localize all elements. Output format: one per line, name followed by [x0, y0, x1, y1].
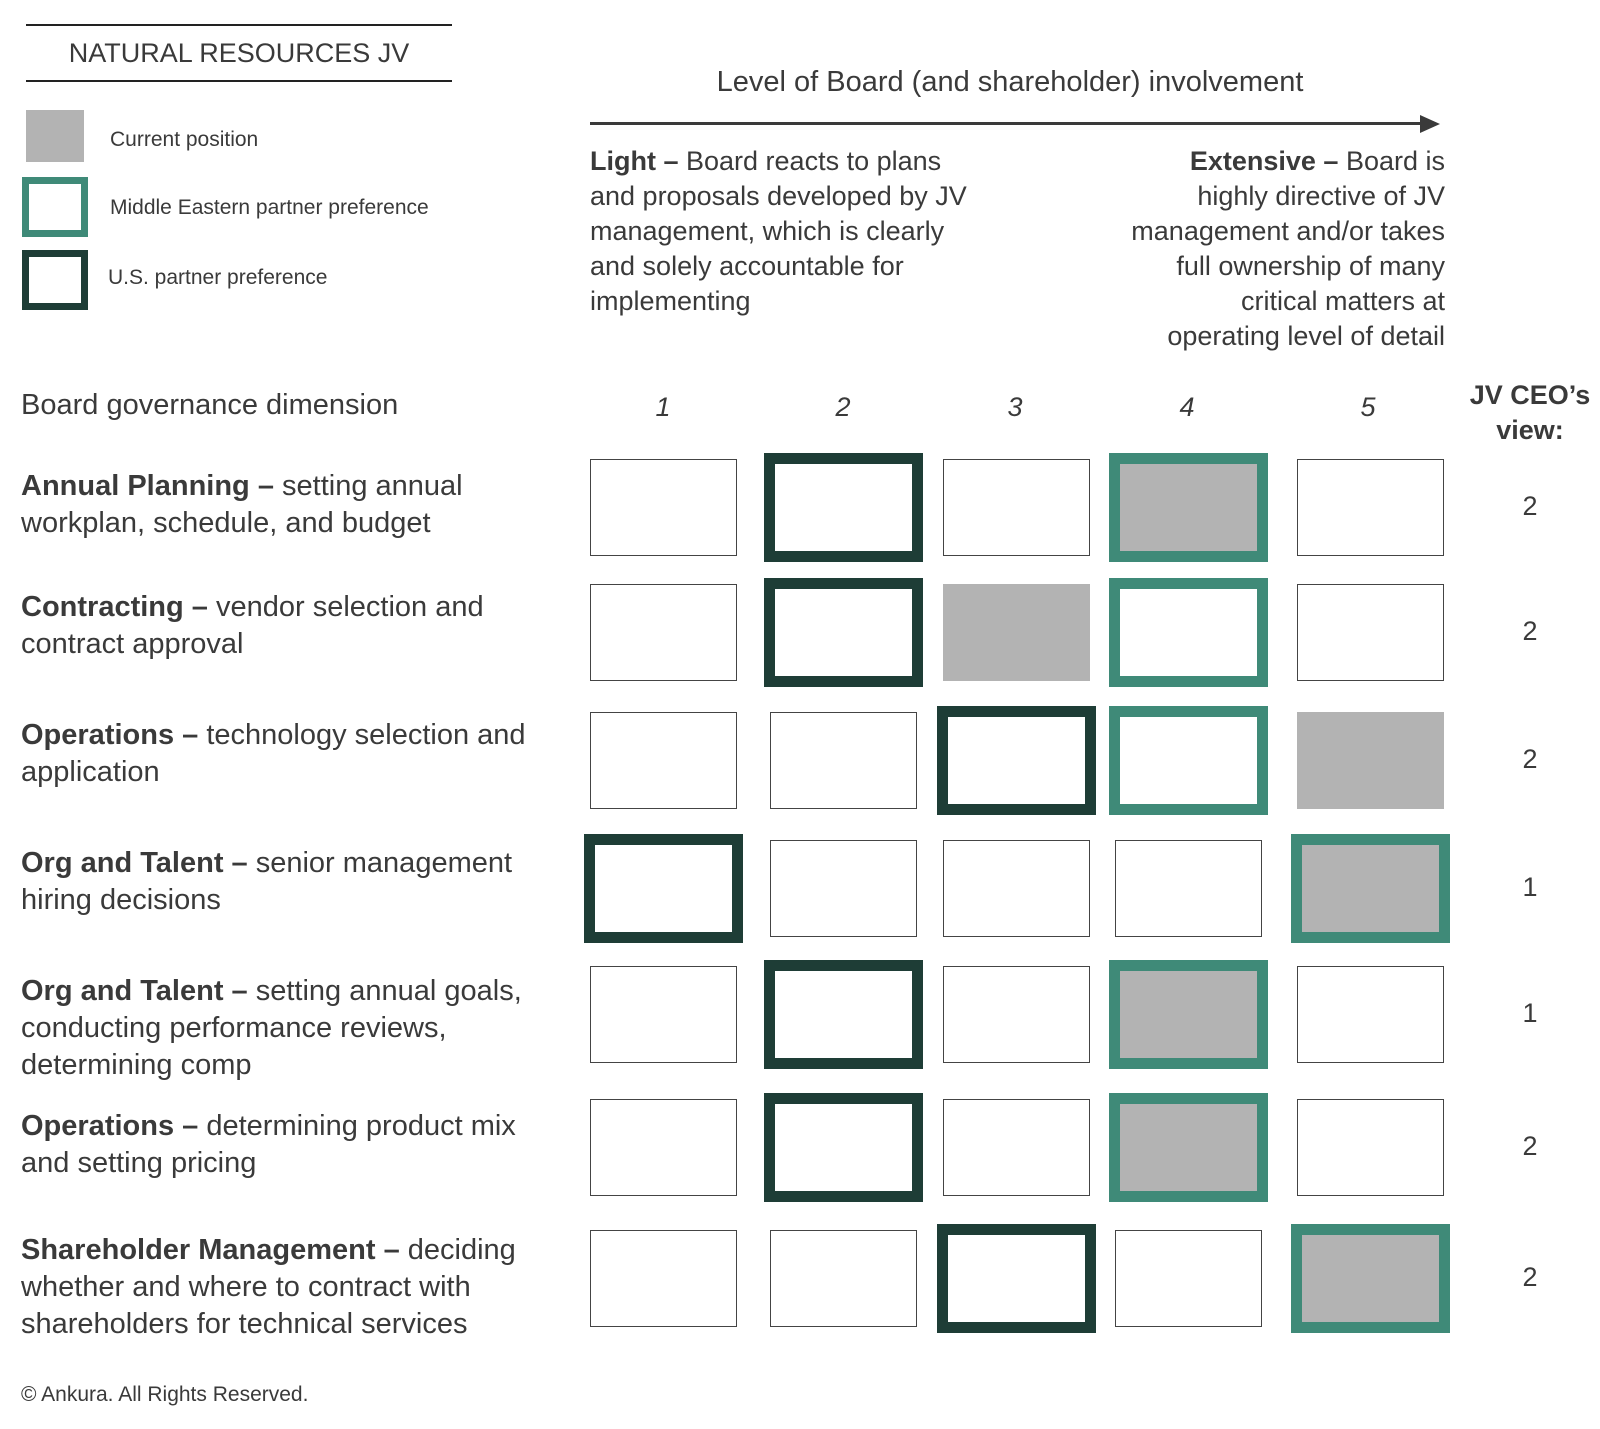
scale-cell-3: [943, 840, 1090, 937]
dimension-label-bold: Annual Planning –: [21, 470, 274, 502]
scale-cell-2-us-pref: [764, 453, 923, 562]
dimension-label-text: senior management hiring decisions: [21, 847, 513, 916]
pole-light-bold: Light –: [590, 146, 679, 176]
scale-cell-5: [1297, 584, 1444, 681]
scale-cell-2-us-pref: [764, 578, 923, 687]
pole-extensive-text: Board is highly directive of JV manageme…: [1131, 146, 1445, 351]
dimension-label-bold: Operations –: [21, 719, 199, 751]
scale-cell-2: [770, 840, 917, 937]
scale-cell-1: [590, 966, 737, 1063]
dimension-label-text: vendor selection and contract approval: [21, 591, 484, 660]
scale-cell-5-current: [1297, 712, 1444, 809]
scale-cell-3: [943, 1099, 1090, 1196]
scale-cell-1-us-pref: [584, 834, 743, 943]
ceo-view-header: JV CEO’s view:: [1460, 378, 1600, 448]
pole-light: Light – Board reacts to plans and propos…: [590, 144, 980, 319]
column-number-4: 4: [1179, 392, 1195, 422]
column-number-2: 2: [835, 392, 851, 422]
scale-cell-3-current: [943, 584, 1090, 681]
scale-cell-3-us-pref: [937, 1224, 1096, 1333]
scale-cell-4-current-middle-eastern-pref: [1109, 960, 1268, 1069]
dimension-label: Operations – determining product mix and…: [21, 1108, 561, 1182]
scale-cell-2: [770, 1230, 917, 1327]
scale-cell-5-current-middle-eastern-pref: [1291, 1224, 1450, 1333]
dimension-label-bold: Contracting –: [21, 591, 208, 623]
scale-cell-3: [943, 966, 1090, 1063]
scale-cell-4-current-middle-eastern-pref: [1109, 453, 1268, 562]
dimension-label-bold: Org and Talent –: [21, 847, 248, 879]
ceo-view-value: 2: [1522, 744, 1538, 774]
legend-title: NATURAL RESOURCES JV: [26, 24, 452, 82]
column-number-3: 3: [1007, 392, 1023, 422]
dimension-label: Annual Planning – setting annual workpla…: [21, 468, 561, 542]
dimension-label: Org and Talent – setting annual goals, c…: [21, 973, 561, 1084]
scale-cell-2-us-pref: [764, 960, 923, 1069]
dimension-label: Contracting – vendor selection and contr…: [21, 589, 561, 663]
scale-cell-5: [1297, 459, 1444, 556]
copyright: © Ankura. All Rights Reserved.: [21, 1383, 309, 1406]
scale-cell-3-us-pref: [937, 706, 1096, 815]
scale-cell-1: [590, 584, 737, 681]
ceo-view-header-line1: JV CEO’s: [1469, 380, 1591, 410]
scale-cell-5-current-middle-eastern-pref: [1291, 834, 1450, 943]
scale-cell-4-current-middle-eastern-pref: [1109, 1093, 1268, 1202]
axis-arrow-line: [590, 122, 1420, 125]
scale-cell-4: [1115, 1230, 1262, 1327]
legend-swatch-us: [22, 250, 88, 310]
scale-cell-5: [1297, 1099, 1444, 1196]
axis-title: Level of Board (and shareholder) involve…: [716, 66, 1304, 98]
scale-cell-4-middle-eastern-pref: [1109, 578, 1268, 687]
scale-cell-1: [590, 712, 737, 809]
dimension-label-text: deciding whether and where to contract w…: [21, 1234, 516, 1340]
dimension-label: Operations – technology selection and ap…: [21, 717, 561, 791]
ceo-view-value: 2: [1522, 491, 1538, 521]
dimension-label: Org and Talent – senior management hirin…: [21, 845, 561, 919]
ceo-view-value: 1: [1522, 872, 1538, 902]
dimension-label-bold: Org and Talent –: [21, 975, 248, 1007]
pole-light-text: Board reacts to plans and proposals deve…: [590, 146, 967, 316]
dimension-label-bold: Operations –: [21, 1110, 199, 1142]
scale-cell-4: [1115, 840, 1262, 937]
legend-label-current: Current position: [110, 128, 259, 151]
dimension-label-text: setting annual goals, conducting perform…: [21, 975, 522, 1081]
ceo-view-value: 2: [1522, 1262, 1538, 1292]
scale-cell-1: [590, 459, 737, 556]
dimension-label-text: setting annual workplan, schedule, and b…: [21, 470, 463, 539]
ceo-view-value: 1: [1522, 998, 1538, 1028]
dimension-header: Board governance dimension: [21, 389, 399, 421]
legend-label-us: U.S. partner preference: [108, 266, 328, 289]
axis-arrow-head-icon: [1420, 115, 1440, 133]
pole-extensive-bold: Extensive –: [1189, 146, 1339, 176]
scale-cell-1: [590, 1230, 737, 1327]
scale-cell-2-us-pref: [764, 1093, 923, 1202]
dimension-label-text: determining product mix and setting pric…: [21, 1110, 516, 1179]
ceo-view-value: 2: [1522, 1131, 1538, 1161]
legend-label-middle-eastern: Middle Eastern partner preference: [110, 196, 429, 219]
scale-cell-4-middle-eastern-pref: [1109, 706, 1268, 815]
dimension-label: Shareholder Management – deciding whethe…: [21, 1232, 561, 1343]
scale-cell-1: [590, 1099, 737, 1196]
ceo-view-header-line2: view:: [1496, 415, 1564, 445]
dimension-label-bold: Shareholder Management –: [21, 1234, 400, 1266]
legend-swatch-middle-eastern: [22, 177, 88, 237]
legend-swatch-current: [26, 110, 84, 162]
scale-cell-3: [943, 459, 1090, 556]
ceo-view-value: 2: [1522, 616, 1538, 646]
scale-cell-2: [770, 712, 917, 809]
column-number-5: 5: [1360, 392, 1376, 422]
dimension-label-text: technology selection and application: [21, 719, 526, 788]
column-number-1: 1: [655, 392, 671, 422]
pole-extensive: Extensive – Board is highly directive of…: [1125, 144, 1445, 354]
scale-cell-5: [1297, 966, 1444, 1063]
